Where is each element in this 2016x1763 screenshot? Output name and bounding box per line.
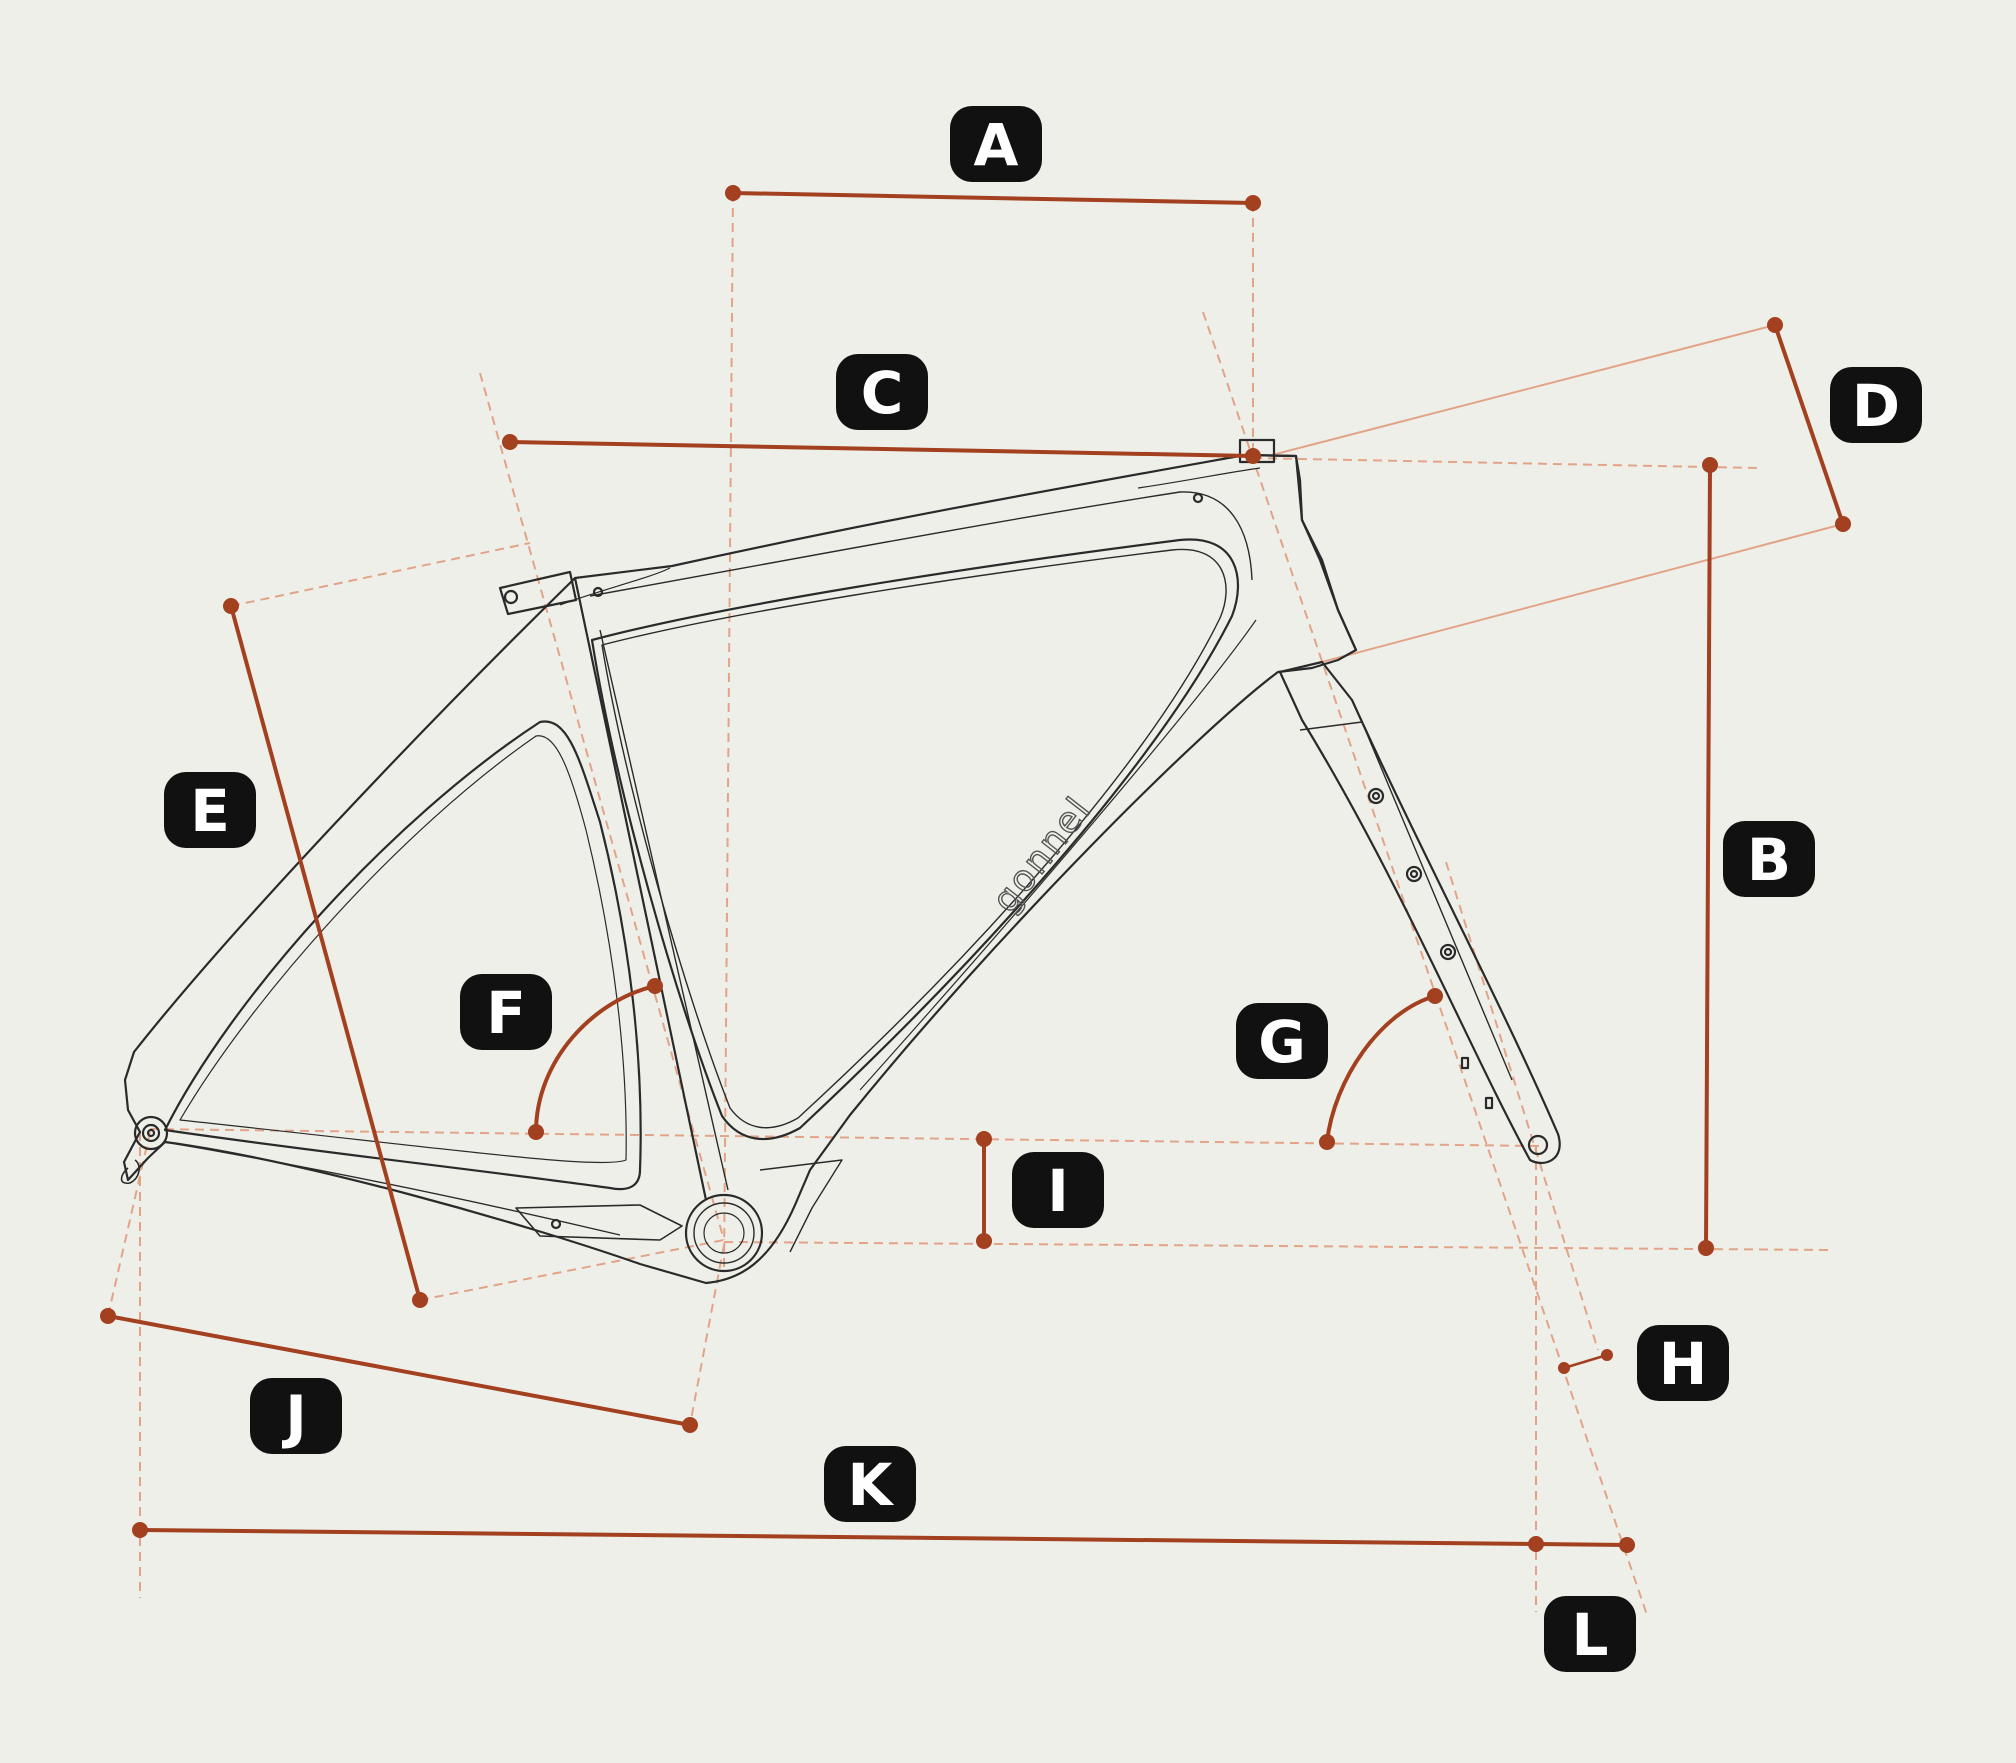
dim-line-b (1704, 463, 1712, 1250)
fork (1278, 660, 1561, 1165)
dim-arc-f (534, 984, 657, 1134)
dim-line-c (508, 440, 1255, 458)
dim-arc-g (1325, 994, 1437, 1144)
badge-c: C (836, 354, 928, 430)
badge-l: L (1544, 1596, 1636, 1672)
dimension-badges: A B C D E F G H (164, 106, 1922, 1672)
main-triangle-inner (590, 538, 1240, 1141)
badge-d: D (1830, 367, 1922, 443)
badge-k: K (824, 1446, 916, 1522)
badge-g: G (1236, 1003, 1328, 1079)
dim-line-e (229, 604, 422, 1302)
svg-text:L: L (1572, 1601, 1609, 1669)
seat-clamp (498, 570, 578, 616)
rear-triangle-inner (163, 720, 642, 1191)
chainstay (164, 1141, 621, 1236)
svg-text:A: A (974, 111, 1019, 179)
guide-lines (107, 192, 1844, 1619)
dim-line-j (106, 1314, 692, 1427)
frame-outline (122, 453, 1358, 1285)
head-tube (1244, 453, 1358, 651)
front-axle (1527, 1134, 1549, 1156)
svg-text:B: B (1747, 826, 1791, 894)
svg-text:C: C (861, 359, 904, 427)
svg-text:E: E (190, 777, 230, 845)
svg-text:G: G (1258, 1008, 1306, 1076)
fork-blade (1278, 660, 1561, 1165)
svg-text:I: I (1047, 1157, 1069, 1225)
bike-frame (120, 438, 1358, 1285)
dim-line-k (138, 1528, 1538, 1546)
svg-text:K: K (848, 1451, 895, 1519)
badge-a: A (950, 106, 1042, 182)
svg-text:F: F (486, 979, 526, 1047)
badge-i: I (1012, 1152, 1104, 1228)
badge-b: B (1723, 821, 1815, 897)
bottom-bracket (684, 1193, 764, 1273)
dim-line-d (1773, 323, 1845, 526)
svg-text:D: D (1852, 372, 1900, 440)
badge-h: H (1637, 1325, 1729, 1401)
dimension-lines (106, 191, 1845, 1547)
dim-line-h (1562, 1353, 1609, 1370)
dimension-endpoints (100, 185, 1851, 1553)
svg-text:J: J (281, 1383, 307, 1451)
dim-line-l (1534, 1542, 1629, 1547)
badge-j: J (250, 1378, 342, 1454)
badge-e: E (164, 772, 256, 848)
badge-f: F (460, 974, 552, 1050)
dim-line-a (731, 191, 1255, 205)
svg-text:H: H (1659, 1330, 1708, 1398)
rear-axle (133, 1115, 169, 1151)
